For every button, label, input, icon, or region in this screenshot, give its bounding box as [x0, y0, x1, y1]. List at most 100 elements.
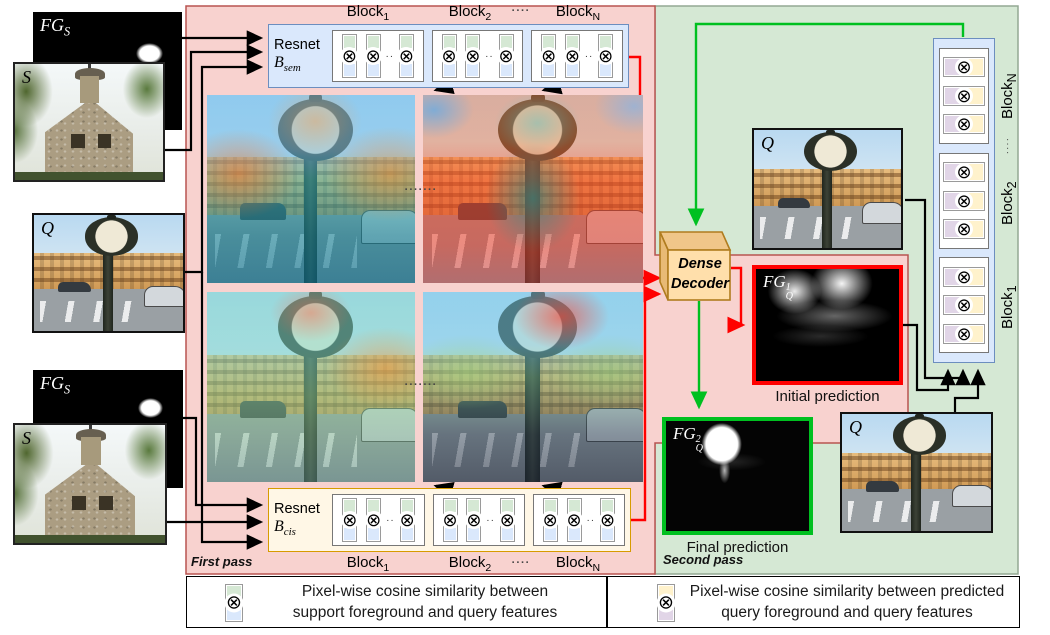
- resnet-bcis-label: Resnet Bcis: [274, 501, 320, 539]
- cosine-similarity-unit: ⊗: [943, 162, 985, 182]
- cosine-similarity-unit: ⊗: [539, 34, 558, 78]
- ellipsis: ····: [1002, 138, 1013, 156]
- clock-pole: [103, 234, 113, 331]
- otimes-icon: ⊗: [955, 266, 973, 287]
- car: [586, 407, 643, 443]
- clock-pole: [525, 324, 540, 482]
- clock-pole: [303, 324, 318, 482]
- block-label: Block1: [346, 554, 390, 574]
- cosine-similarity-unit: ⊗: [463, 34, 482, 78]
- mask-foreground-blob: [136, 43, 163, 64]
- car: [458, 203, 507, 220]
- resnet-bcis-encoder: Resnet Bcis ⊗⊗··⊗ ⊗⊗··⊗ ⊗⊗··⊗: [268, 488, 631, 552]
- otimes-icon: ⊗: [565, 510, 584, 530]
- support-image: S: [13, 62, 165, 182]
- otimes-icon: ⊗: [541, 510, 560, 530]
- ellipsis: ····: [511, 5, 531, 17]
- window: [97, 133, 112, 148]
- cosine-similarity-unit: ⊗: [565, 498, 584, 542]
- window: [99, 495, 113, 510]
- support-mask-label: FGS: [40, 373, 71, 397]
- support-image: S: [13, 423, 167, 545]
- otimes-icon: ⊗: [955, 57, 973, 78]
- road: [423, 215, 643, 283]
- similarity-heatmap-bottom-right: [423, 292, 643, 482]
- first-pass-label: First pass: [191, 554, 253, 569]
- second-pass-label: Second pass: [663, 552, 744, 567]
- road: [207, 215, 415, 283]
- cosine-similarity-unit: ⊗: [340, 498, 359, 542]
- cosine-similarity-unit: ⊗: [541, 498, 560, 542]
- feature-block-group: ⊗ ⊗ ⊗: [939, 47, 989, 144]
- ellipsis: ·······: [404, 379, 438, 391]
- second-pass-block-stack: ⊗ ⊗ ⊗ ⊗ ⊗ ⊗ ⊗ ⊗ ⊗: [933, 38, 995, 363]
- block-label: Block2: [448, 3, 492, 23]
- feature-block-group: ⊗⊗⊗: [939, 152, 989, 249]
- clock-face: [84, 215, 139, 256]
- otimes-icon: ⊗: [955, 295, 973, 316]
- resnet-bsem-encoder: Resnet Bsem ⊗⊗··⊗ ⊗⊗··⊗ ⊗⊗··⊗: [268, 24, 629, 88]
- feature-block-group: ⊗⊗⊗: [939, 257, 989, 354]
- otimes-icon: ⊗: [441, 510, 459, 530]
- support-image-label: S: [22, 67, 31, 87]
- clock-pole: [822, 150, 832, 248]
- query-image-label: Q: [849, 417, 862, 437]
- clock-pole: [911, 433, 921, 531]
- car: [865, 481, 899, 492]
- ellipsis: ··: [386, 514, 395, 526]
- cosine-similarity-unit: ⊗: [464, 498, 483, 542]
- clock-face: [277, 292, 353, 359]
- building: [207, 354, 415, 414]
- resnet-bsem-label: Resnet Bsem: [274, 37, 320, 75]
- car: [57, 281, 91, 293]
- otimes-icon: ⊗: [464, 510, 483, 530]
- road: [423, 413, 643, 482]
- query-image-second-pass-top: Q: [752, 128, 903, 250]
- grass: [15, 171, 163, 180]
- feature-block-group: ⊗⊗··⊗: [332, 494, 425, 546]
- clock-face: [803, 130, 857, 172]
- otimes-icon: ⊗: [364, 46, 383, 66]
- cosine-similarity-unit: ⊗: [943, 57, 985, 78]
- legend-right-text: Pixel-wise cosine similarity between pre…: [689, 583, 1005, 621]
- cosine-similarity-unit: ⊗: [364, 34, 383, 78]
- otimes-icon: ⊗: [398, 510, 417, 530]
- otimes-icon: ⊗: [498, 510, 517, 530]
- ellipsis: ····: [511, 557, 531, 569]
- car: [240, 203, 287, 220]
- cosine-similarity-unit: ⊗: [596, 34, 615, 78]
- similarity-heatmap-top-right: [423, 95, 643, 283]
- support-image-label: S: [22, 428, 31, 448]
- block-label: BlockN: [999, 73, 1019, 120]
- clock-face: [497, 95, 577, 161]
- feature-block-group: ⊗⊗··⊗: [532, 494, 625, 546]
- otimes-icon: ⊗: [364, 510, 383, 530]
- legend-divider: [606, 577, 608, 627]
- spire: [88, 64, 91, 70]
- cosine-similarity-unit: ⊗: [943, 85, 985, 106]
- car: [862, 201, 901, 225]
- green-wires: [687, 22, 965, 410]
- final-prediction-caption: Final prediction: [686, 539, 789, 556]
- cosine-similarity-unit: ⊗: [943, 190, 985, 211]
- feature-block-group: ⊗⊗··⊗: [431, 30, 524, 82]
- car: [777, 197, 810, 209]
- steeple-tower: [80, 75, 100, 104]
- ellipsis: ··: [586, 514, 596, 526]
- support-mask-label: FGS: [40, 15, 71, 39]
- building: [423, 354, 643, 414]
- otimes-icon: ⊗: [955, 114, 973, 135]
- initial-prediction-caption: Initial prediction: [775, 388, 880, 405]
- query-similarity-icon: ⊗: [656, 584, 676, 622]
- spire: [89, 425, 92, 431]
- otimes-icon: ⊗: [563, 46, 582, 66]
- cosine-similarity-unit: ⊗: [440, 34, 459, 78]
- feature-block-group: ⊗⊗··⊗: [531, 30, 623, 82]
- ellipsis: ··: [385, 50, 395, 62]
- car: [458, 401, 507, 419]
